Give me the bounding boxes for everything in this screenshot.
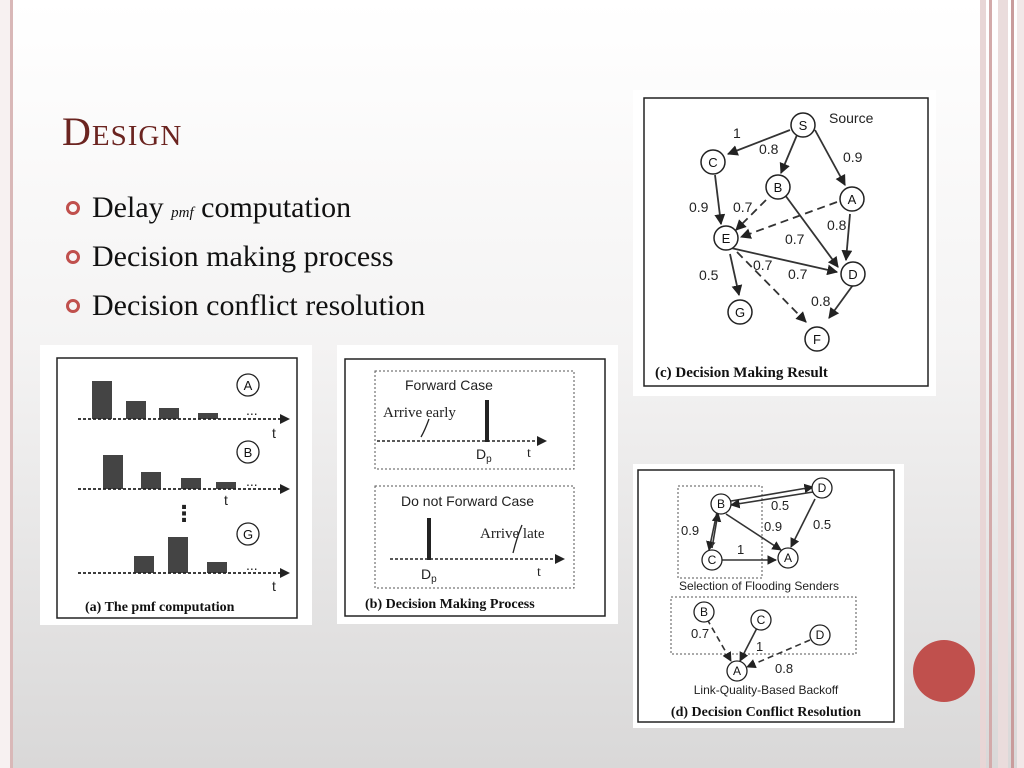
figure-c-diagram: S C B A E D G F Source 1 0.8 0.9 0.9 0.7… (643, 97, 929, 387)
weight-label: 0.9 (843, 149, 863, 165)
figure-b-panel: Forward Case Arrive early Do not Forward… (337, 345, 618, 624)
axis-label-t: t (537, 565, 541, 580)
weight-label: 0.7 (733, 199, 753, 215)
axis-label-t: t (272, 425, 276, 441)
node-s: S (799, 118, 808, 133)
left-decor-bar (0, 0, 13, 768)
weight-label: 0.7 (785, 231, 805, 247)
label-g: G (243, 527, 253, 542)
dp-label: Dp (421, 566, 437, 585)
weight-label: 0.9 (689, 199, 709, 215)
backoff-label: Link-Quality-Based Backoff (694, 683, 839, 697)
bullet-item: Decision conflict resolution (66, 284, 425, 333)
figure-a-diagram: A B G ... ... ... t t t ⋮ (a) The pmf co… (56, 357, 298, 619)
weight-label: 1 (756, 639, 763, 654)
ellipsis: ... (246, 473, 258, 489)
forward-case-label: Forward Case (405, 377, 493, 393)
axis-label-t: t (527, 446, 531, 461)
bullet-icon (66, 201, 80, 215)
weight-label: 0.8 (811, 293, 831, 309)
figure-d-diagram: B D C A B C D A 0.5 0.9 0.9 0.5 1 0.7 1 … (637, 469, 895, 723)
figure-d-panel: B D C A B C D A 0.5 0.9 0.9 0.5 1 0.7 1 … (633, 464, 904, 728)
ellipsis: ... (246, 557, 258, 573)
node-a: A (784, 551, 792, 565)
node-b: B (774, 180, 783, 195)
arrive-late-label: Arrive late (480, 526, 545, 542)
node-d: D (816, 628, 825, 642)
figure-a-caption: (a) The pmf computation (85, 600, 235, 615)
weight-label: 0.7 (788, 266, 808, 282)
node-f: F (813, 332, 821, 347)
not-forward-case-label: Do not Forward Case (401, 493, 534, 509)
figure-c-caption: (c) Decision Making Result (655, 365, 828, 381)
bullet-item: Decision making process (66, 235, 425, 284)
weight-label: 0.9 (681, 523, 699, 538)
source-label: Source (829, 110, 874, 126)
node-e: E (722, 231, 731, 246)
weight-label: 1 (737, 542, 744, 557)
node-b: B (717, 497, 725, 511)
weight-label: 0.5 (771, 498, 789, 513)
node-c: C (757, 613, 766, 627)
dp-label: Dp (476, 446, 492, 465)
flooding-senders-label: Selection of Flooding Senders (679, 579, 839, 593)
weight-label: 0.7 (691, 626, 709, 641)
node-c: C (708, 553, 717, 567)
weight-label: 0.8 (775, 661, 793, 676)
node-g: G (735, 305, 745, 320)
figure-a-panel: A B G ... ... ... t t t ⋮ (a) The pmf co… (40, 345, 312, 625)
axis-label-t: t (224, 492, 228, 508)
weight-label: 0.5 (699, 267, 719, 283)
weight-label: 1 (733, 125, 741, 141)
figure-b-diagram: Forward Case Arrive early Do not Forward… (344, 358, 606, 617)
node-c: C (708, 155, 717, 170)
node-b: B (700, 605, 708, 619)
figure-d-caption: (d) Decision Conflict Resolution (671, 705, 861, 720)
axis-label-t: t (272, 578, 276, 594)
node-a: A (848, 192, 857, 207)
bullet-list: Delay pmf computation Decision making pr… (66, 186, 425, 333)
weight-label: 0.7 (753, 257, 773, 273)
vdots: ⋮ (173, 501, 195, 526)
weight-label: 0.8 (827, 217, 847, 233)
bullet-item: Delay pmf computation (66, 186, 425, 235)
node-d: D (848, 267, 857, 282)
decorative-circle (913, 640, 975, 702)
figure-b-caption: (b) Decision Making Process (365, 597, 535, 612)
ellipsis: ... (246, 402, 258, 418)
node-a: A (733, 664, 741, 678)
arrive-early-label: Arrive early (383, 405, 456, 421)
bullet-icon (66, 299, 80, 313)
label-b: B (244, 445, 253, 460)
figure-c-panel: S C B A E D G F Source 1 0.8 0.9 0.9 0.7… (633, 90, 936, 396)
label-a: A (244, 378, 253, 393)
weight-label: 0.8 (759, 141, 779, 157)
bullet-icon (66, 250, 80, 264)
node-d: D (818, 481, 827, 495)
slide-title: DESIGN (62, 109, 183, 154)
weight-label: 0.5 (813, 517, 831, 532)
weight-label: 0.9 (764, 519, 782, 534)
right-decor-bars (976, 0, 1024, 768)
